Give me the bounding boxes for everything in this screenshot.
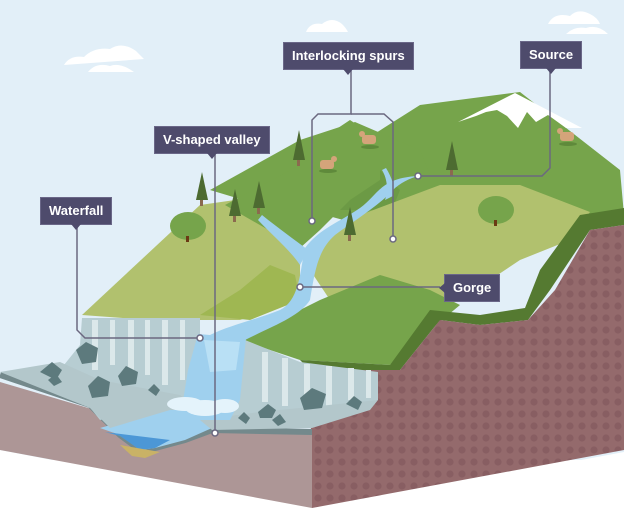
marker-interlocking-spur-right	[389, 235, 397, 243]
river	[210, 176, 418, 340]
leader-line-interlocking-spurs-right	[351, 113, 394, 239]
cliff-streaks	[92, 320, 185, 385]
cloud-icon	[548, 11, 608, 34]
marker-gorge	[296, 283, 304, 291]
snow-cap	[458, 93, 582, 128]
marker-interlocking-spur-left	[308, 217, 316, 225]
goat-icon	[557, 128, 577, 146]
marker-v-shaped-valley	[211, 429, 219, 437]
label-v-shaped-valley: V-shaped valley	[154, 126, 270, 159]
tree-icon	[229, 189, 241, 222]
spur-hill-middle	[225, 120, 380, 248]
tree-icon	[446, 141, 458, 176]
river-tributary	[382, 168, 394, 200]
gorge-side-right	[240, 275, 460, 365]
river-tributary	[258, 215, 308, 265]
white-ground-right	[312, 452, 624, 510]
leader-line-waterfall	[76, 226, 200, 339]
sediment	[120, 445, 160, 458]
cliff-streaks	[262, 352, 371, 409]
field-right	[300, 185, 590, 300]
tree-icon	[196, 172, 208, 206]
marker-waterfall	[196, 334, 204, 342]
plunge-pool-deep	[105, 432, 170, 450]
label-waterfall: Waterfall	[40, 197, 113, 230]
label-gorge: Gorge	[438, 274, 501, 302]
bush-icon	[170, 212, 206, 242]
soil-front	[0, 382, 312, 508]
white-ground	[0, 450, 312, 510]
leader-line-interlocking-spurs	[311, 68, 352, 221]
valley-side-left-shade	[200, 265, 300, 320]
label-interlocking-spurs: Interlocking spurs	[283, 42, 414, 75]
gorge-edge	[300, 208, 624, 370]
goat-icon	[319, 156, 337, 173]
cloud-icon	[64, 45, 144, 72]
marker-source	[414, 172, 422, 180]
label-source: Source	[520, 41, 583, 74]
tree-icon	[344, 207, 356, 241]
tree-icon	[293, 130, 305, 166]
rock-strata	[310, 225, 624, 508]
waterfall-highlight	[204, 340, 240, 372]
bush-icon	[478, 196, 514, 226]
tree-icon	[253, 181, 265, 214]
cloud-icon	[306, 20, 348, 32]
leader-line-source	[418, 68, 551, 177]
boulders	[40, 342, 362, 426]
goat-icon	[359, 131, 379, 149]
